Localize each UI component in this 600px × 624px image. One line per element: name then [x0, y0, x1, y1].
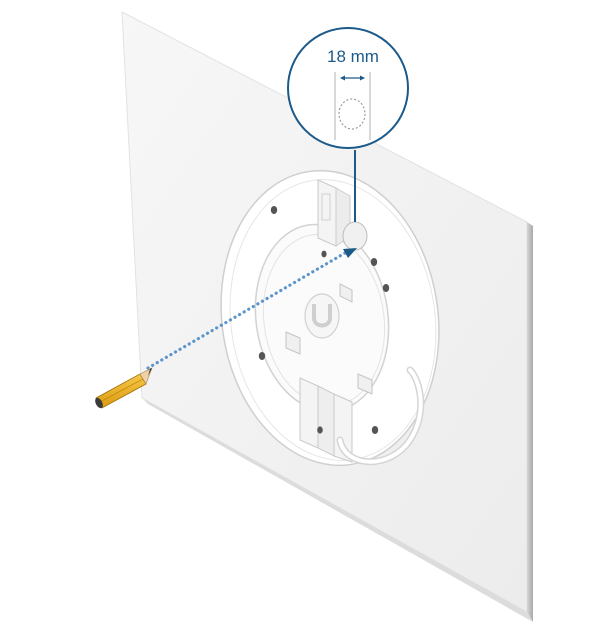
measurement-callout: 18 mm [287, 27, 409, 149]
drill-path [146, 248, 357, 370]
mounting-bracket [220, 169, 440, 467]
dimension-arrow [340, 75, 365, 81]
pencil-icon [95, 367, 153, 409]
arrow-head-icon [343, 248, 357, 258]
screw-holes [258, 206, 390, 434]
ubiquiti-logo [304, 293, 340, 339]
hole-outline [338, 98, 366, 130]
measurement-label: 18 mm [327, 47, 379, 66]
drill-hole-icon [342, 221, 368, 251]
